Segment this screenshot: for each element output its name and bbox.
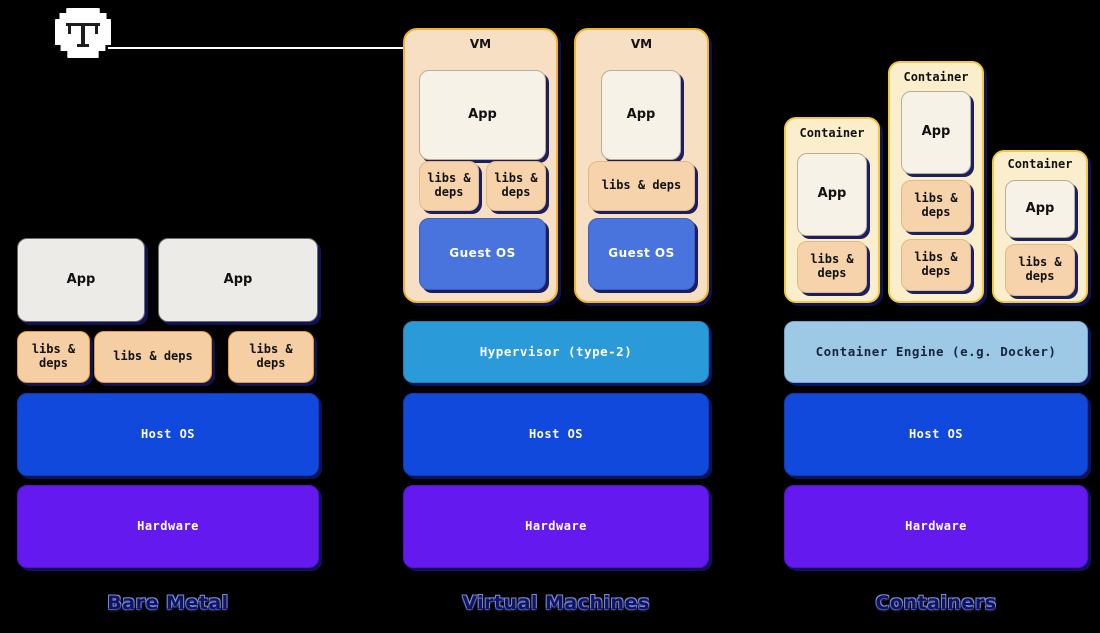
- box-label: libs & deps: [914, 191, 958, 219]
- container-3-libs-1: libs & deps: [1005, 244, 1075, 296]
- vm-1: VM App libs & deps libs & deps Guest OS: [403, 28, 558, 303]
- box-label: Hardware: [525, 518, 587, 533]
- vm-2-guest-os: Guest OS: [588, 218, 695, 290]
- bare-metal-libs-3: libs & deps: [228, 331, 314, 383]
- container-1-app: App: [797, 153, 867, 236]
- container-title: Container: [799, 126, 865, 140]
- container-engine: Container Engine (e.g. Docker): [784, 321, 1088, 383]
- box-label: App: [1025, 200, 1055, 216]
- box-label: App: [223, 271, 253, 287]
- container-title: Container: [1007, 157, 1073, 171]
- box-label: libs & deps: [914, 250, 958, 278]
- vm-1-libs-2: libs & deps: [486, 161, 546, 211]
- containers-hardware: Hardware: [784, 485, 1088, 568]
- box-label: App: [468, 106, 497, 122]
- box-label: Guest OS: [449, 246, 516, 261]
- vm-host-os: Host OS: [403, 393, 709, 476]
- box-label: Guest OS: [608, 246, 675, 261]
- box-label: Host OS: [528, 426, 584, 441]
- box-label: Container Engine (e.g. Docker): [815, 343, 1057, 359]
- bare-metal-host-os: Host OS: [17, 393, 319, 476]
- bare-metal-libs-2: libs & deps: [94, 331, 212, 383]
- vm-hypervisor: Hypervisor (type-2): [403, 321, 709, 383]
- column-caption-virtual-machines: Virtual Machines: [462, 592, 650, 614]
- container-2: Container App libs & deps libs & deps: [888, 61, 984, 303]
- vm-2: VM App libs & deps Guest OS: [574, 28, 709, 303]
- container-2-libs-2: libs & deps: [901, 239, 971, 291]
- vm-title: VM: [630, 37, 653, 51]
- box-label: App: [921, 124, 951, 140]
- vm-hardware: Hardware: [403, 485, 709, 568]
- logo-connector-line: [108, 47, 408, 49]
- container-3-app: App: [1005, 180, 1075, 238]
- box-label: App: [626, 106, 656, 122]
- bare-metal-app-2: App: [158, 238, 318, 322]
- vm-1-app: App: [419, 70, 546, 160]
- containers-host-os: Host OS: [784, 393, 1088, 476]
- container-3: Container App libs & deps: [992, 150, 1088, 303]
- vm-title: VM: [469, 37, 492, 51]
- box-label: Hardware: [137, 518, 199, 533]
- container-2-app: App: [901, 91, 971, 174]
- box-label: libs & deps: [494, 171, 538, 199]
- container-1-libs-1: libs & deps: [797, 241, 867, 293]
- box-label: Host OS: [140, 426, 196, 441]
- column-caption-containers: Containers: [875, 592, 997, 614]
- container-2-libs-1: libs & deps: [901, 180, 971, 232]
- vm-1-guest-os: Guest OS: [419, 218, 546, 290]
- box-label: libs & deps: [31, 342, 76, 370]
- site-logo[interactable]: [55, 8, 111, 58]
- box-label: App: [817, 186, 847, 202]
- vm-2-app: App: [601, 70, 681, 160]
- container-title: Container: [903, 70, 969, 84]
- column-caption-bare-metal: Bare Metal: [107, 592, 229, 614]
- box-label: libs & deps: [1018, 255, 1062, 283]
- box-label: libs & deps: [249, 342, 293, 370]
- box-label: libs & deps: [810, 252, 854, 280]
- box-label: libs & deps: [601, 178, 682, 193]
- container-1: Container App libs & deps: [784, 117, 880, 303]
- vm-1-libs-1: libs & deps: [419, 161, 479, 211]
- box-label: libs & deps: [427, 171, 471, 199]
- vm-2-libs-1: libs & deps: [588, 161, 695, 211]
- box-label: libs & deps: [113, 349, 193, 364]
- logo-monogram-icon: [66, 23, 100, 47]
- box-label: Hypervisor (type-2): [479, 343, 633, 359]
- bare-metal-app-1: App: [17, 238, 145, 322]
- box-label: App: [66, 271, 96, 287]
- box-label: Host OS: [908, 426, 964, 441]
- bare-metal-libs-1: libs & deps: [17, 331, 90, 383]
- bare-metal-hardware: Hardware: [17, 485, 319, 568]
- box-label: Hardware: [905, 518, 967, 533]
